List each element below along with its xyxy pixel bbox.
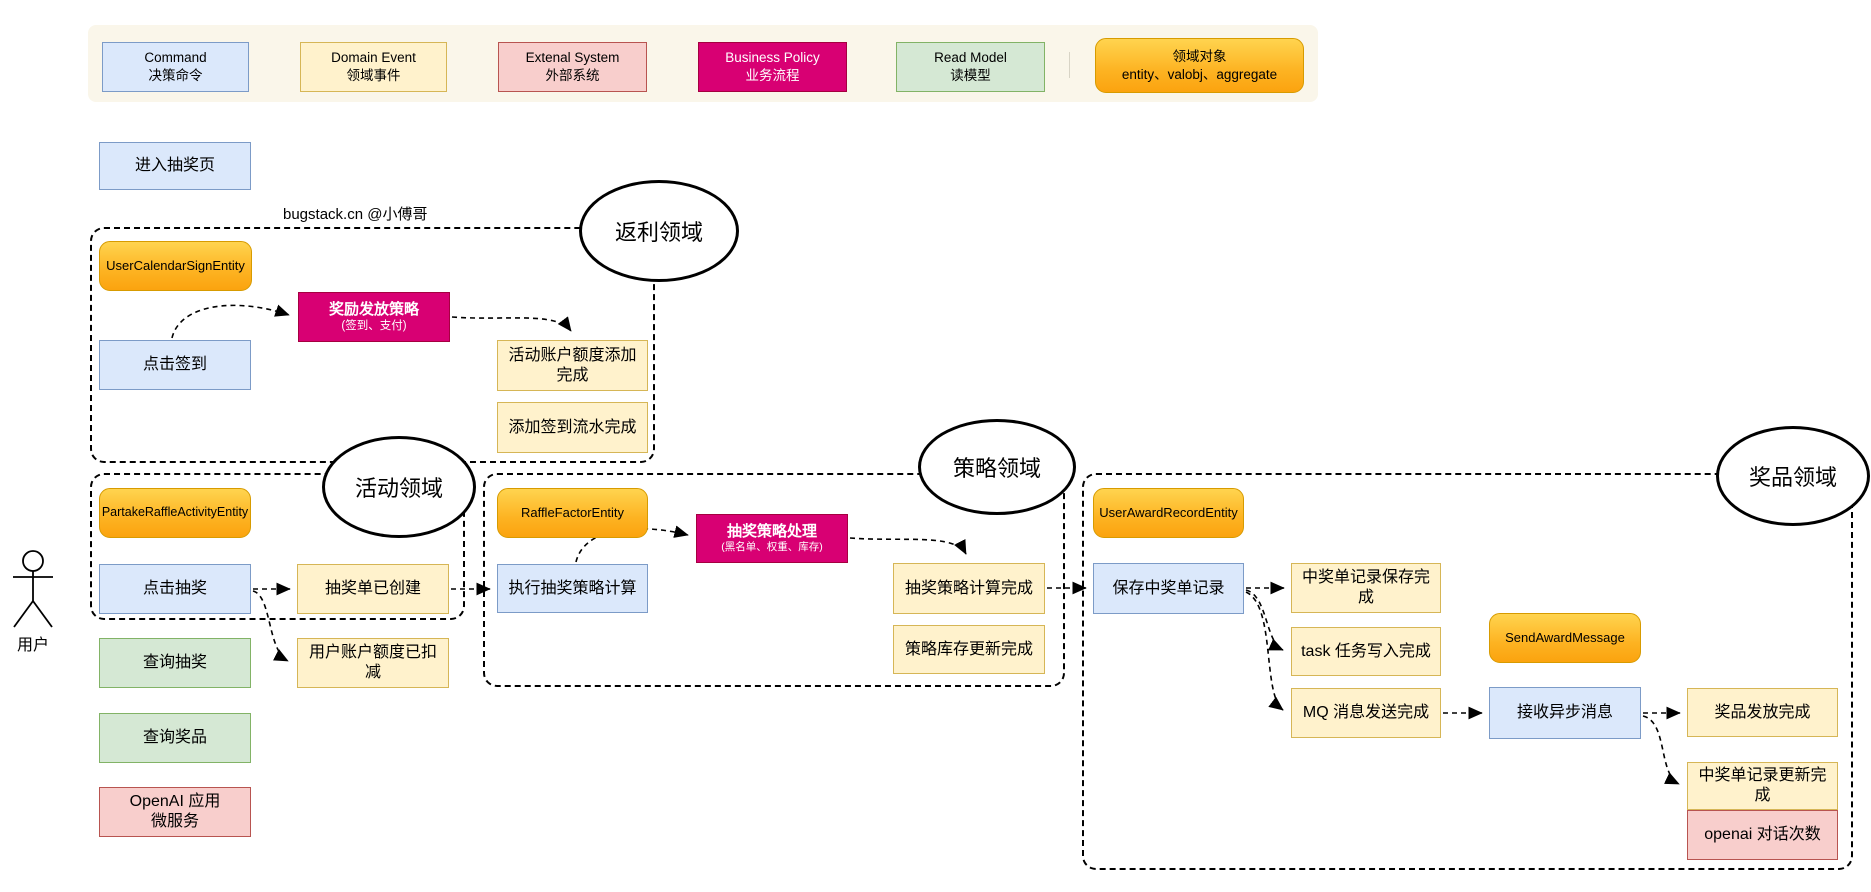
- legend-domain-event: Domain Event 领域事件: [300, 42, 447, 92]
- legend-domain-object-en: entity、valobj、aggregate: [1121, 66, 1278, 82]
- node-award-record-updated-label: 中奖单记录更新完成: [1698, 767, 1827, 804]
- node-query-award-label: 查询奖品: [142, 729, 207, 747]
- legend-external-system: Extenal System 外部系统: [498, 42, 647, 92]
- legend-read-model: Read Model 读模型: [896, 42, 1045, 92]
- region-award-domain: [1082, 473, 1853, 870]
- node-mq-sent-label: MQ 消息发送完成: [1302, 704, 1430, 722]
- node-exec-strategy-calc: 执行抽奖策略计算: [497, 564, 648, 613]
- node-openai-app-line2: 微服务: [150, 813, 199, 830]
- node-query-award: 查询奖品: [99, 713, 251, 763]
- legend-domain-event-en: Domain Event: [331, 50, 416, 66]
- node-send-award-message-label: SendAwardMessage: [1505, 630, 1625, 646]
- node-partake-raffle-activity-entity: PartakeRaffleActivityEntity: [99, 488, 251, 538]
- legend-command: Command 决策命令: [102, 42, 249, 92]
- ellipse-award-label: 奖品领域: [1748, 465, 1837, 490]
- region-strategy-domain: [483, 473, 1065, 687]
- ellipse-rebate-domain: 返利领域: [579, 180, 739, 282]
- node-reward-policy: 奖励发放策略 (签到、支付): [298, 292, 450, 342]
- watermark-text: bugstack.cn @小傅哥: [283, 206, 428, 223]
- node-sign-flow-added-label: 添加签到流水完成: [508, 418, 637, 436]
- node-openai-dialog-count: openai 对话次数: [1687, 810, 1838, 860]
- node-openai-app: OpenAI 应用 微服务: [99, 787, 251, 837]
- node-save-award-record: 保存中奖单记录: [1093, 563, 1244, 614]
- node-task-written-label: task 任务写入完成: [1301, 642, 1431, 660]
- legend-divider: [1069, 52, 1070, 78]
- legend-command-en: Command: [144, 50, 207, 66]
- node-query-raffle-label: 查询抽奖: [142, 654, 207, 672]
- legend-domain-event-zh: 领域事件: [346, 68, 401, 83]
- ellipse-strategy-label: 策略领域: [952, 456, 1041, 481]
- legend-domain-object: 领域对象 entity、valobj、aggregate: [1095, 38, 1304, 93]
- legend-read-model-en: Read Model: [934, 50, 1007, 66]
- node-enter-raffle-page: 进入抽奖页: [99, 142, 251, 190]
- node-send-award-message: SendAwardMessage: [1489, 613, 1641, 663]
- legend-command-zh: 决策命令: [148, 68, 203, 83]
- ellipse-activity-domain: 活动领域: [322, 436, 476, 538]
- node-reward-policy-line1: 奖励发放策略: [328, 300, 419, 318]
- node-click-sign: 点击签到: [99, 340, 251, 390]
- node-receive-async-message-label: 接收异步消息: [1516, 704, 1613, 722]
- node-user-award-record-entity-label: UserAwardRecordEntity: [1099, 505, 1238, 521]
- node-user-quota-deducted: 用户账户额度已扣减: [297, 638, 449, 688]
- node-task-written: task 任务写入完成: [1291, 627, 1441, 676]
- actor-leg-right: [32, 600, 53, 628]
- node-enter-raffle-page-label: 进入抽奖页: [134, 157, 215, 175]
- legend-external-system-zh: 外部系统: [545, 68, 600, 83]
- node-openai-dialog-count-label: openai 对话次数: [1704, 826, 1821, 844]
- legend-business-policy-zh: 业务流程: [745, 68, 800, 83]
- node-reward-policy-line2: (签到、支付): [341, 320, 407, 333]
- node-openai-app-line1: OpenAI 应用: [129, 793, 221, 811]
- node-account-quota-added: 活动账户额度添加完成: [497, 340, 648, 391]
- node-award-record-saved-label: 中奖单记录保存完成: [1301, 569, 1430, 606]
- node-click-sign-label: 点击签到: [142, 356, 207, 374]
- node-user-calendar-sign-entity-label: UserCalendarSignEntity: [106, 258, 245, 274]
- node-receive-async-message: 接收异步消息: [1489, 687, 1641, 739]
- node-click-raffle: 点击抽奖: [99, 564, 251, 614]
- node-award-record-saved: 中奖单记录保存完成: [1291, 563, 1441, 613]
- node-sign-flow-added: 添加签到流水完成: [497, 402, 648, 453]
- node-user-quota-deducted-label: 用户账户额度已扣减: [308, 644, 437, 681]
- node-raffle-factor-entity-label: RaffleFactorEntity: [520, 505, 625, 521]
- node-strategy-stock-updated: 策略库存更新完成: [893, 625, 1045, 674]
- node-save-award-record-label: 保存中奖单记录: [1112, 579, 1225, 597]
- node-strategy-process-line1: 抽奖策略处理: [726, 522, 817, 540]
- node-exec-strategy-calc-label: 执行抽奖策略计算: [508, 579, 637, 597]
- node-award-issued: 奖品发放完成: [1687, 688, 1838, 737]
- node-click-raffle-label: 点击抽奖: [142, 580, 207, 598]
- legend-read-model-zh: 读模型: [950, 68, 991, 83]
- legend-business-policy-en: Business Policy: [725, 50, 820, 66]
- legend-external-system-en: Extenal System: [525, 50, 620, 66]
- node-raffle-factor-entity: RaffleFactorEntity: [497, 488, 648, 538]
- node-strategy-calc-done: 抽奖策略计算完成: [893, 563, 1045, 614]
- actor-leg-left: [13, 600, 34, 628]
- node-raffle-order-created: 抽奖单已创建: [297, 564, 449, 614]
- actor-head: [22, 550, 44, 572]
- node-award-record-updated: 中奖单记录更新完成: [1687, 762, 1838, 810]
- node-strategy-process-line2: (黑名单、权重、库存): [721, 541, 823, 554]
- node-user-calendar-sign-entity: UserCalendarSignEntity: [99, 241, 252, 291]
- node-strategy-calc-done-label: 抽奖策略计算完成: [904, 579, 1033, 597]
- ellipse-award-domain: 奖品领域: [1716, 426, 1870, 526]
- node-strategy-stock-updated-label: 策略库存更新完成: [904, 640, 1033, 658]
- node-mq-sent: MQ 消息发送完成: [1291, 688, 1441, 738]
- ellipse-activity-label: 活动领域: [354, 476, 443, 501]
- node-award-issued-label: 奖品发放完成: [1714, 703, 1811, 721]
- node-partake-raffle-activity-entity-label: PartakeRaffleActivityEntity: [101, 505, 249, 520]
- legend-domain-object-zh: 领域对象: [1172, 48, 1227, 64]
- actor-figure: [13, 550, 53, 628]
- node-query-raffle: 查询抽奖: [99, 638, 251, 688]
- actor-label: 用户: [16, 637, 49, 654]
- legend-bar: Command 决策命令 Domain Event 领域事件 Extenal S…: [88, 25, 1318, 102]
- ellipse-strategy-domain: 策略领域: [918, 419, 1076, 515]
- ellipse-rebate-label: 返利领域: [614, 220, 703, 245]
- legend-business-policy: Business Policy 业务流程: [698, 42, 847, 92]
- node-account-quota-added-label: 活动账户额度添加完成: [508, 346, 637, 384]
- node-user-award-record-entity: UserAwardRecordEntity: [1093, 488, 1244, 538]
- node-raffle-order-created-label: 抽奖单已创建: [324, 580, 421, 598]
- node-strategy-process: 抽奖策略处理 (黑名单、权重、库存): [696, 514, 848, 563]
